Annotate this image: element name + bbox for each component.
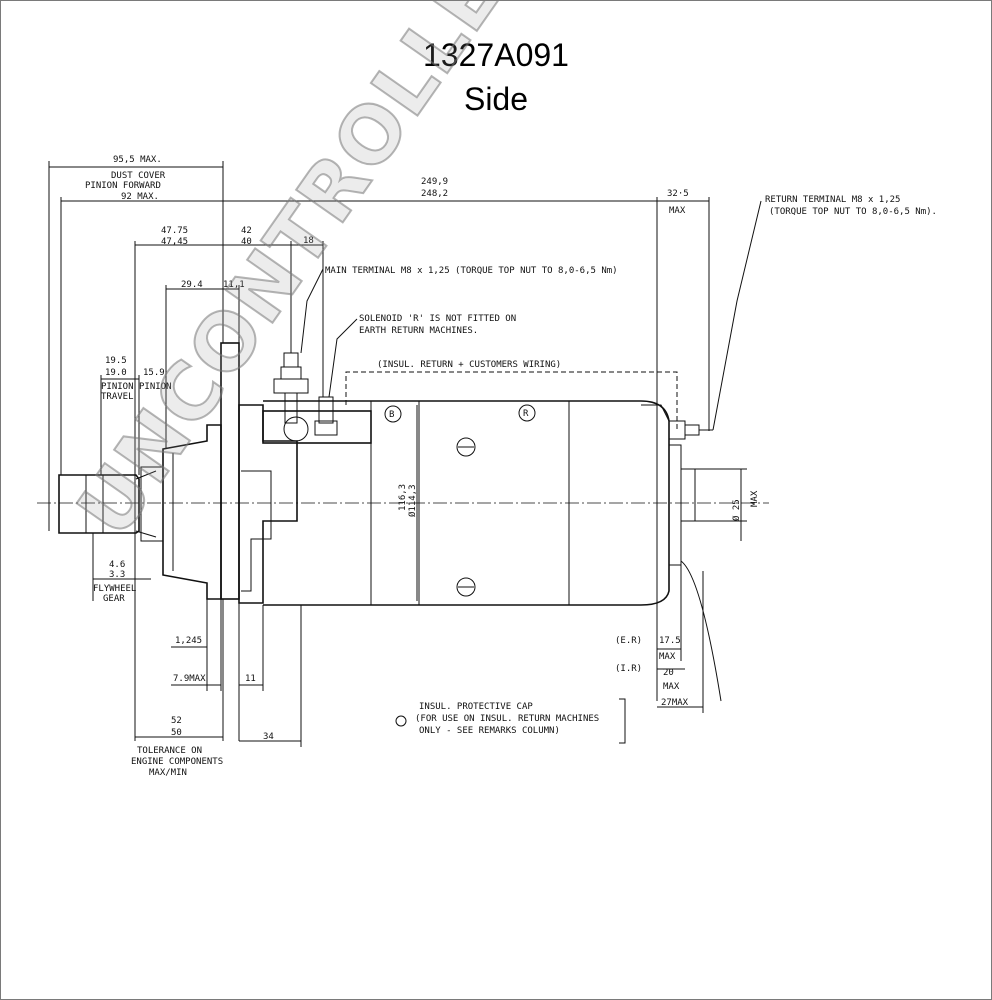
dim-114-3: Ø114,3: [407, 484, 418, 517]
dim-27-max: 27MAX: [661, 698, 689, 708]
solenoid-body: [262, 410, 372, 444]
leader-solenoid: [328, 318, 358, 398]
insul-return-note: (INSUL. RETURN + CUSTOMERS WIRING): [377, 360, 561, 370]
return-terminal-note-2: (TORQUE TOP NUT TO 8,0-6,5 Nm).: [769, 207, 937, 217]
end-bracket: [668, 444, 682, 566]
tolerance-label-1: TOLERANCE ON: [137, 746, 202, 756]
dim-20-max: MAX: [663, 682, 680, 692]
dim-17-5-max: MAX: [659, 652, 676, 662]
pinion-taper-bottom: [135, 530, 157, 538]
dust-cover-label-1: DUST COVER: [111, 171, 166, 181]
dust-cover-label-2: PINION FORWARD: [85, 181, 161, 191]
ir-label: (I.R): [615, 664, 642, 674]
dimension-lines: [48, 161, 762, 747]
protective-cap-note-1: INSUL. PROTECTIVE CAP: [419, 702, 533, 712]
solenoid-boss: [283, 416, 309, 442]
dim-25-max: MAX: [750, 490, 760, 507]
protective-cap-note-3: ONLY - SEE REMARKS COLUMN): [419, 726, 560, 736]
mark-b-text: B: [389, 410, 394, 420]
main-terminal-stud: [284, 392, 298, 424]
dim-15-9: 15.9: [143, 368, 165, 378]
leader-main-terminal: [300, 268, 324, 354]
intermediate-housing: [238, 404, 298, 604]
dim-42: 42: [241, 226, 252, 236]
pinion-taper-top: [135, 470, 157, 480]
cap-leader: [680, 560, 722, 702]
part-number-title: 1327A091: [423, 37, 569, 73]
dim-7-9-max: 7.9MAX: [173, 674, 206, 684]
solenoid-note-1: SOLENOID 'R' IS NOT FITTED ON: [359, 314, 516, 324]
dim-95-5: 95,5 MAX.: [113, 155, 162, 165]
through-bolt-top: [456, 437, 476, 457]
dim-3-3: 3.3: [109, 570, 125, 580]
dim-116-3: 116,3: [398, 484, 408, 511]
solenoid-terminal-base: [314, 420, 338, 436]
solenoid-note-2: EARTH RETURN MACHINES.: [359, 326, 478, 336]
dim-40: 40: [241, 237, 252, 247]
main-terminal-nut-top: [283, 352, 299, 368]
return-terminal-note-1: RETURN TERMINAL M8 x 1,25: [765, 195, 900, 205]
mounting-flange: [220, 342, 240, 600]
dim-11: 11: [245, 674, 256, 684]
return-terminal-base: [668, 420, 686, 440]
end-boss: [680, 468, 696, 522]
protective-cap-symbol: [395, 715, 407, 727]
dim-52: 52: [171, 716, 182, 726]
dim-32-5-max: MAX: [669, 206, 686, 216]
commutator-end-top: [641, 404, 670, 422]
solenoid-terminal: [318, 396, 334, 424]
dim-19-5: 19.5: [105, 356, 127, 366]
dim-25: Ø 25: [731, 499, 742, 521]
drive-end-housing: [162, 424, 222, 600]
dim-47-75: 47.75: [161, 226, 188, 236]
dim-18: 18: [303, 236, 314, 246]
leader-return-terminal: [712, 200, 762, 431]
main-terminal-note: MAIN TERMINAL M8 x 1,25 (TORQUE TOP NUT …: [325, 266, 618, 276]
lever-outline: [241, 470, 272, 592]
protective-cap-note-2: (FOR USE ON INSUL. RETURN MACHINES: [415, 714, 599, 724]
pinion-label: PINION: [139, 382, 172, 392]
flywheel-label-1: FLYWHEEL: [93, 584, 136, 594]
pinion-shaft: [140, 466, 164, 542]
tolerance-label-3: MAX/MIN: [149, 768, 187, 778]
return-terminal-nut: [684, 424, 700, 436]
flywheel-label-2: GEAR: [103, 594, 125, 604]
dim-249-9: 249,9: [421, 177, 448, 187]
dim-4-6: 4.6: [109, 560, 125, 570]
terminal-mark-r: [518, 404, 536, 422]
through-bolt-bottom: [456, 577, 476, 597]
dim-11-1: 11,1: [223, 280, 245, 290]
dimension-texts: 95,5 MAX. DUST COVER PINION FORWARD 92 M…: [85, 155, 760, 778]
pinion-travel-label-2: TRAVEL: [101, 392, 134, 402]
bracket-cap-note: [619, 698, 626, 744]
dim-92: 92 MAX.: [121, 192, 159, 202]
dim-50: 50: [171, 728, 182, 738]
main-terminal-washer: [273, 378, 309, 394]
pinion-body: [58, 474, 140, 534]
tolerance-label-2: ENGINE COMPONENTS: [131, 757, 223, 767]
dim-29-4: 29.4: [181, 280, 203, 290]
dim-32-5: 32·5: [667, 189, 689, 199]
dim-20: 20: [663, 668, 674, 678]
terminal-mark-b: [384, 405, 402, 423]
motor-outline: B R: [37, 342, 769, 702]
dim-19-0: 19.0: [105, 368, 127, 378]
dim-1-245: 1,245: [175, 636, 202, 646]
dim-17-5: 17.5: [659, 636, 681, 646]
dim-47-45: 47,45: [161, 237, 188, 247]
insul-return-wiring-path: [345, 371, 678, 431]
callout-notes: MAIN TERMINAL M8 x 1,25 (TORQUE TOP NUT …: [325, 195, 937, 736]
pinion-travel-label-1: PINION: [101, 382, 134, 392]
main-terminal-nut: [280, 366, 302, 380]
dim-248-2: 248,2: [421, 189, 448, 199]
er-label: (E.R): [615, 636, 642, 646]
dim-34: 34: [263, 732, 274, 742]
mark-r-text: R: [523, 409, 529, 419]
view-title: Side: [463, 81, 529, 117]
